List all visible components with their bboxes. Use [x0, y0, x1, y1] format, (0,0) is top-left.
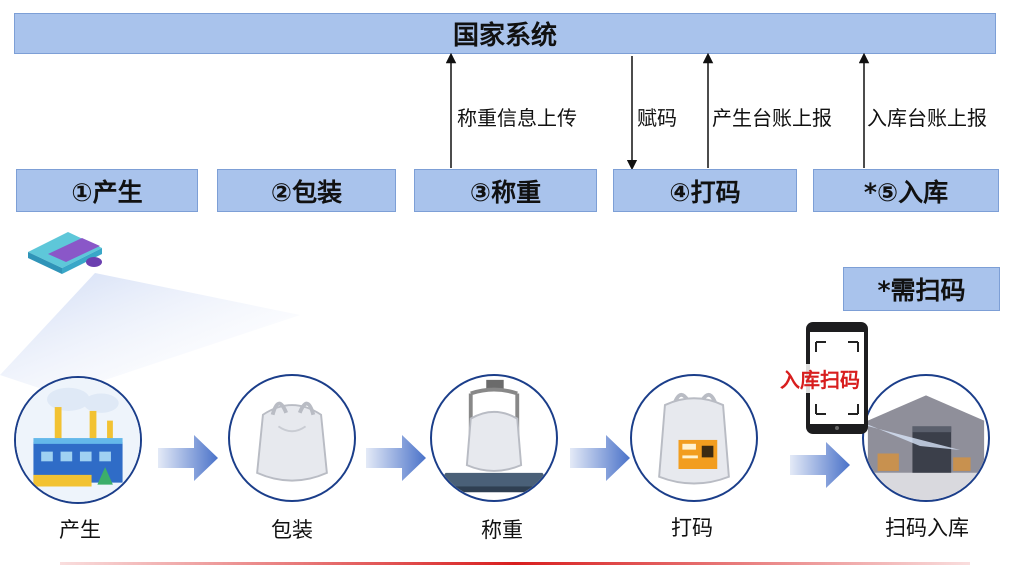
flow-arrow-1: [158, 435, 218, 481]
flow-arrow-3: [570, 435, 630, 481]
step-code-label: ④打码: [669, 177, 741, 207]
weigh-upload-label: 称重信息上传: [457, 106, 577, 130]
light-cone: [0, 273, 300, 395]
step-package: ②包装: [217, 169, 396, 212]
stage-code-caption: 打码: [671, 516, 713, 540]
produce-report-label: 产生台账上报: [712, 106, 832, 130]
step-package-label: ②包装: [270, 177, 343, 207]
national-system-title: 国家系统: [452, 21, 557, 51]
step-code: ④打码: [613, 169, 797, 212]
stage-package-image: [228, 374, 356, 502]
phone-scanner-icon: [806, 322, 960, 450]
step-storage-label: *⑤入库: [863, 177, 949, 207]
stage-produce-image: [14, 376, 142, 504]
flow-arrow-2: [366, 435, 426, 481]
bottom-divider: [60, 562, 970, 565]
scan-required-label: *需扫码: [877, 276, 966, 305]
stage-code-image: [630, 374, 758, 502]
step-weigh-label: ③称重: [469, 177, 542, 207]
step-weigh: ③称重: [414, 169, 597, 212]
national-system-bar: 国家系统: [14, 13, 996, 54]
storage-scan-tag: 入库扫码: [778, 364, 862, 393]
connector-arrows: [445, 52, 870, 170]
storage-report-label: 入库台账上报: [867, 106, 987, 130]
stage-weigh-image: [430, 374, 558, 502]
stage-weigh-caption: 称重: [481, 518, 523, 542]
flow-arrow-4: [790, 442, 850, 488]
assign-code-label: 赋码: [637, 106, 677, 130]
camera-icon: [28, 232, 102, 274]
step-produce-label: ①产生: [71, 177, 143, 207]
stage-storage-caption: 扫码入库: [885, 516, 969, 540]
step-produce: ①产生: [16, 169, 198, 212]
step-storage: *⑤入库: [813, 169, 999, 212]
stage-package-caption: 包装: [271, 518, 313, 542]
stage-produce-caption: 产生: [59, 518, 101, 542]
scan-required-box: *需扫码: [843, 267, 1000, 311]
